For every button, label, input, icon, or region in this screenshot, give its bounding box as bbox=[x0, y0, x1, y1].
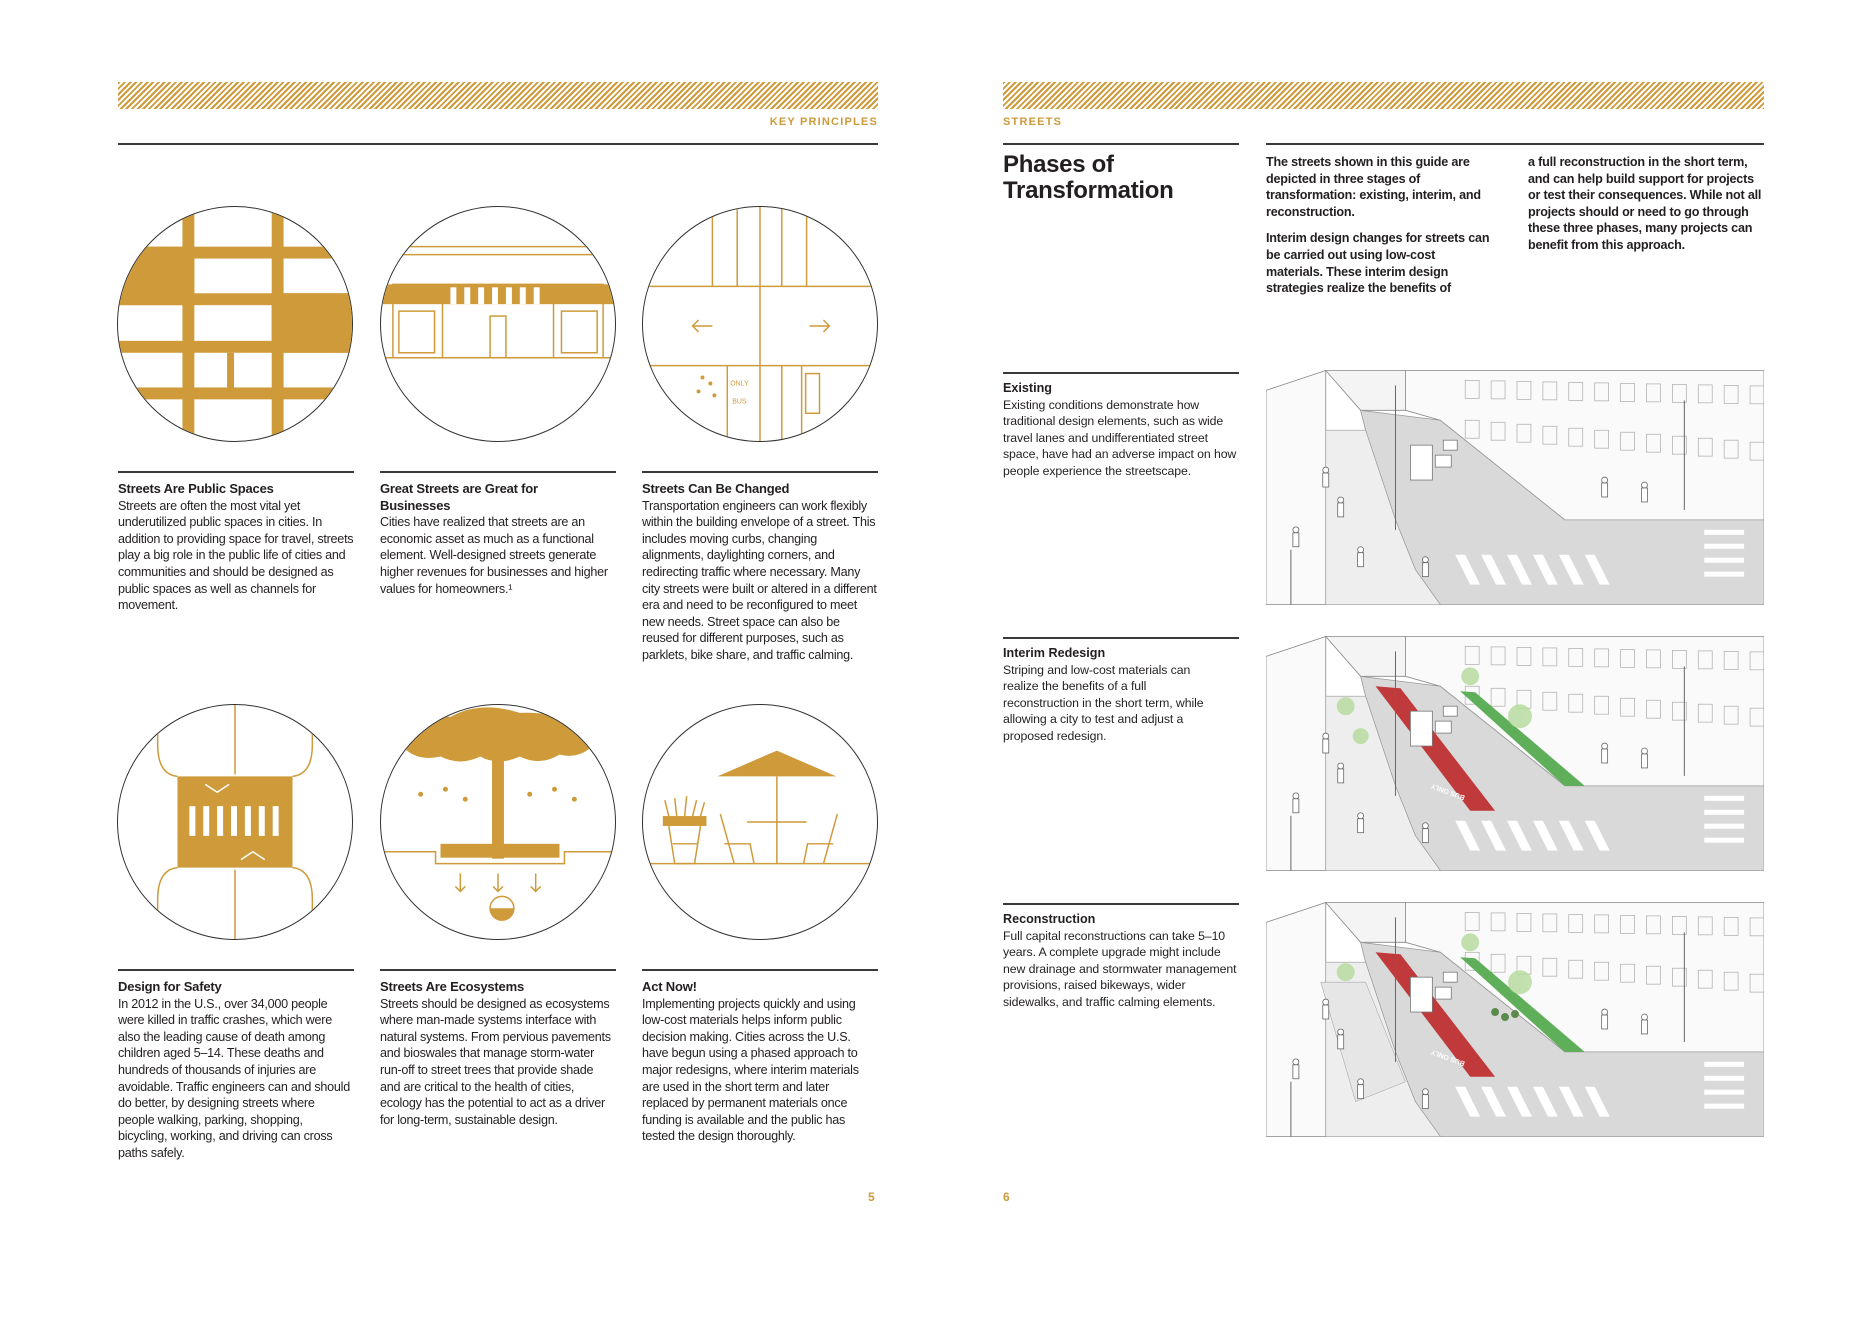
principle-body: Transportation engineers can work flexib… bbox=[642, 498, 877, 662]
cafe-umbrella-icon bbox=[642, 704, 878, 940]
phase-rule bbox=[1003, 637, 1239, 639]
phase-rule bbox=[1003, 903, 1239, 905]
principle-body: In 2012 in the U.S., over 34,000 people … bbox=[118, 996, 350, 1160]
phase-reconstruction: Reconstruction Full capital reconstructi… bbox=[1003, 903, 1239, 1011]
street-grid-icon bbox=[117, 206, 353, 442]
card-rule bbox=[642, 471, 878, 473]
card-rule bbox=[380, 969, 616, 971]
reconstruction-street-illustration: BUS ONLY bbox=[1266, 902, 1764, 1137]
svg-text:ONLY: ONLY bbox=[730, 380, 749, 387]
intro-rule bbox=[1266, 143, 1764, 145]
phase-title: Existing bbox=[1003, 381, 1052, 395]
svg-text:BUS: BUS bbox=[732, 398, 747, 405]
principle-title: Streets Are Ecosystems bbox=[380, 979, 524, 994]
phase-title: Interim Redesign bbox=[1003, 646, 1106, 660]
card-rule bbox=[118, 969, 354, 971]
decorative-stripe-band bbox=[118, 82, 878, 109]
principle-card: Act Now! Implementing projects quickly a… bbox=[642, 969, 878, 1145]
card-rule bbox=[642, 969, 878, 971]
principle-title: Streets Can Be Changed bbox=[642, 481, 790, 496]
principle-card: Great Streets are Great for Businesses C… bbox=[380, 471, 616, 597]
principle-card: Streets Can Be Changed Transportation en… bbox=[642, 471, 878, 664]
crosswalk-icon bbox=[117, 704, 353, 940]
phase-body: Full capital reconstructions can take 5–… bbox=[1003, 928, 1237, 1009]
page-number: 6 bbox=[1003, 1190, 1010, 1204]
principle-body: Cities have realized that streets are an… bbox=[380, 515, 608, 596]
principle-title: Design for Safety bbox=[118, 979, 222, 994]
phase-body: Existing conditions demonstrate how trad… bbox=[1003, 397, 1237, 478]
principle-card: Streets Are Public Spaces Streets are of… bbox=[118, 471, 354, 614]
phase-existing: Existing Existing conditions demonstrate… bbox=[1003, 372, 1239, 480]
card-rule bbox=[118, 471, 354, 473]
intro-column-1: The streets shown in this guide are depi… bbox=[1266, 155, 1490, 296]
card-rule bbox=[380, 471, 616, 473]
tree-rain-icon bbox=[380, 704, 616, 940]
phase-title: Reconstruction bbox=[1003, 912, 1096, 926]
section-label: STREETS bbox=[1003, 116, 1063, 128]
principle-title: Act Now! bbox=[642, 979, 697, 994]
street-plan-icon: ONLY BUS bbox=[642, 206, 878, 442]
principle-body: Streets are often the most vital yet und… bbox=[118, 498, 354, 613]
decorative-stripe-band bbox=[1003, 82, 1764, 109]
intro-column-2: a full reconstruction in the short term,… bbox=[1528, 155, 1762, 252]
phase-interim: Interim Redesign Striping and low-cost m… bbox=[1003, 637, 1239, 745]
interim-street-illustration: BUS ONLY bbox=[1266, 636, 1764, 871]
section-label: KEY PRINCIPLES bbox=[769, 116, 878, 128]
principle-card: Streets Are Ecosystems Streets should be… bbox=[380, 969, 616, 1128]
existing-street-illustration bbox=[1266, 370, 1764, 605]
principle-body: Streets should be designed as ecosystems… bbox=[380, 996, 611, 1127]
principle-title: Great Streets are Great for Businesses bbox=[380, 481, 538, 513]
title-rule bbox=[1003, 143, 1239, 145]
storefront-icon bbox=[380, 206, 616, 442]
principle-card: Design for Safety In 2012 in the U.S., o… bbox=[118, 969, 354, 1162]
principle-body: Implementing projects quickly and using … bbox=[642, 996, 859, 1144]
header-rule bbox=[118, 143, 878, 145]
phase-body: Striping and low-cost materials can real… bbox=[1003, 662, 1204, 743]
phase-rule bbox=[1003, 372, 1239, 374]
principle-title: Streets Are Public Spaces bbox=[118, 481, 274, 496]
page-number: 5 bbox=[868, 1190, 875, 1204]
